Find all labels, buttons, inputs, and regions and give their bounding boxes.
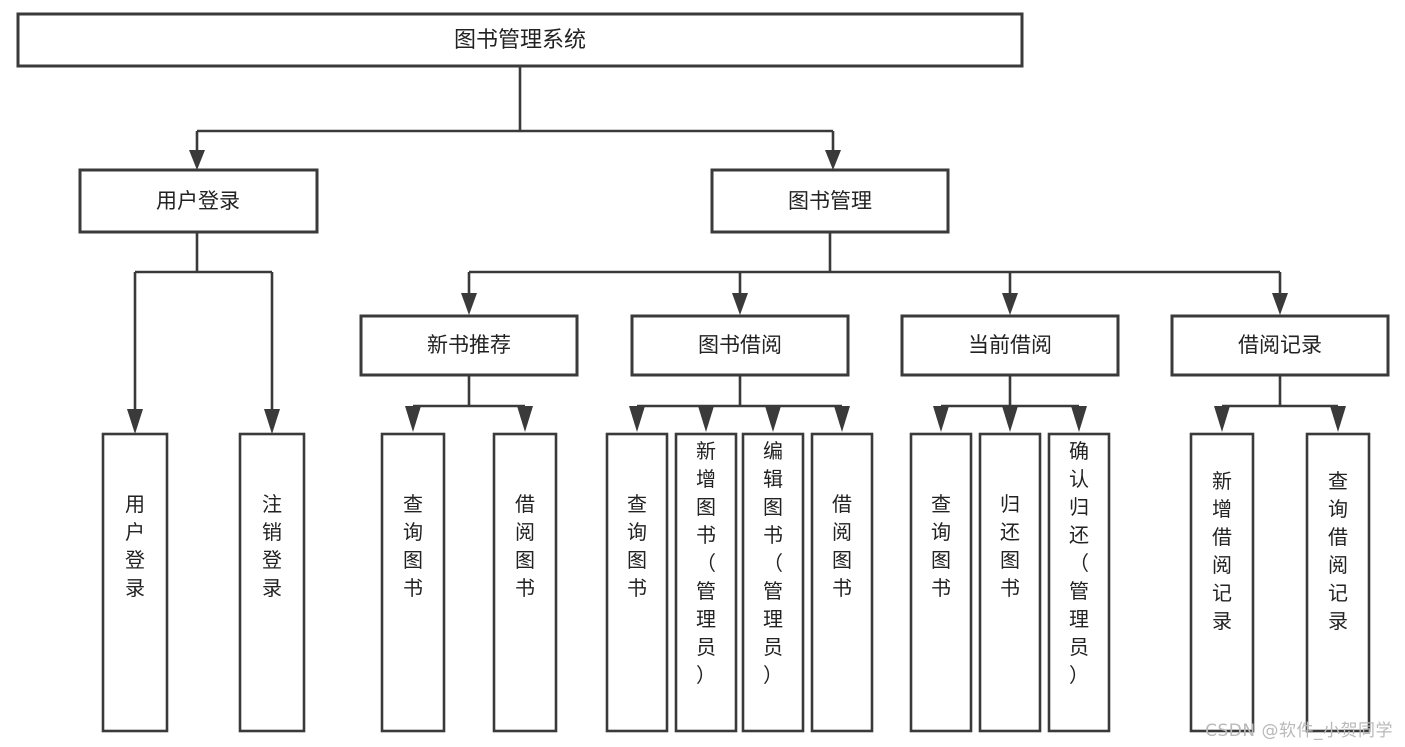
arrowhead-book-manage (825, 150, 841, 170)
node-leaf-edit-book-box[interactable] (741, 432, 805, 733)
node-current-borrow[interactable]: 当前借阅 (900, 314, 1120, 377)
arrowhead-leaf-borrow-book-1 (517, 406, 533, 432)
node-new-book-recommend-box[interactable] (359, 314, 579, 377)
node-leaf-borrow-book-1[interactable]: 借阅图书 (492, 432, 558, 733)
node-leaf-logout-login-box[interactable] (238, 432, 306, 733)
node-leaf-borrow-book-2-box[interactable] (810, 432, 874, 733)
csdn-watermark: CSDN @软件_小贺同学 (1205, 721, 1393, 741)
node-leaf-query-record-box[interactable] (1305, 432, 1371, 733)
node-leaf-query-book-2-box[interactable] (605, 432, 669, 733)
node-leaf-return-book-box[interactable] (978, 432, 1042, 733)
node-borrow-record-box[interactable] (1170, 314, 1390, 377)
node-leaf-return-book-label: 归还图书 (1000, 492, 1020, 600)
node-book-manage[interactable]: 图书管理 (710, 168, 950, 234)
node-book-manage-box[interactable] (710, 168, 950, 234)
node-leaf-add-record[interactable]: 新增借阅记录 (1189, 432, 1255, 733)
node-leaf-confirm-return-label: 确认归还（管理员） (1069, 439, 1089, 687)
node-borrow-record-label: 借阅记录 (1238, 333, 1322, 357)
node-root-box[interactable] (16, 12, 1024, 68)
arrowhead-leaf-add-book (698, 406, 714, 432)
node-leaf-borrow-book-1-box[interactable] (492, 432, 558, 733)
arrowhead-book-borrow (732, 293, 748, 315)
node-book-manage-label: 图书管理 (788, 189, 872, 213)
arrowhead-new-book-recommend (461, 293, 477, 315)
connector-layer (127, 66, 1346, 434)
node-leaf-edit-book-label: 编辑图书（管理员） (763, 439, 783, 687)
arrowhead-leaf-query-book-1 (405, 406, 421, 432)
node-book-borrow[interactable]: 图书借阅 (630, 314, 850, 377)
node-leaf-logout-login[interactable]: 注销登录 (238, 432, 306, 733)
arrowhead-current-borrow (1002, 293, 1018, 315)
node-leaf-edit-book[interactable]: 编辑图书（管理员） (741, 432, 805, 733)
node-leaf-query-book-1[interactable]: 查询图书 (380, 432, 446, 733)
node-leaf-query-book-2-label: 查询图书 (627, 492, 647, 600)
node-user-login-box[interactable] (78, 168, 319, 234)
node-current-borrow-box[interactable] (900, 314, 1120, 377)
arrowhead-leaf-logout-login (264, 409, 280, 434)
arrowhead-user-login (189, 150, 205, 170)
node-leaf-borrow-book-1-label: 借阅图书 (515, 492, 535, 600)
arrowhead-leaf-user-login (127, 409, 143, 434)
arrowhead-borrow-record (1272, 293, 1288, 315)
node-user-login[interactable]: 用户登录 (78, 168, 319, 234)
arrowhead-leaf-return-book (1002, 406, 1018, 432)
arrowhead-leaf-confirm-return (1071, 406, 1087, 432)
node-leaf-return-book[interactable]: 归还图书 (978, 432, 1042, 733)
node-leaf-query-book-3[interactable]: 查询图书 (909, 432, 973, 733)
node-root-label: 图书管理系统 (454, 28, 586, 53)
arrowhead-leaf-query-book-3 (933, 406, 949, 432)
arrowhead-leaf-edit-book (765, 406, 781, 432)
node-current-borrow-label: 当前借阅 (968, 333, 1052, 357)
node-leaf-add-book-box[interactable] (674, 432, 738, 733)
node-root[interactable]: 图书管理系统 (16, 12, 1024, 68)
node-leaf-logout-login-label: 注销登录 (262, 492, 282, 600)
node-user-login-label: 用户登录 (156, 189, 240, 213)
node-leaf-confirm-return-box[interactable] (1047, 432, 1111, 733)
node-book-borrow-label: 图书借阅 (698, 333, 782, 357)
node-leaf-add-record-label: 新增借阅记录 (1212, 469, 1232, 633)
node-borrow-record[interactable]: 借阅记录 (1170, 314, 1390, 377)
node-leaf-borrow-book-2[interactable]: 借阅图书 (810, 432, 874, 733)
arrowhead-leaf-borrow-book-2 (834, 406, 850, 432)
node-leaf-query-book-3-label: 查询图书 (931, 492, 951, 600)
node-leaf-user-login-label: 用户登录 (125, 492, 145, 600)
arrowhead-leaf-add-record (1214, 406, 1230, 432)
node-leaf-confirm-return[interactable]: 确认归还（管理员） (1047, 432, 1111, 733)
node-leaf-query-book-3-box[interactable] (909, 432, 973, 733)
node-leaf-borrow-book-2-label: 借阅图书 (832, 492, 852, 600)
node-leaf-add-book-label: 新增图书（管理员） (696, 439, 716, 687)
arrowhead-leaf-query-book-2 (629, 406, 645, 432)
node-new-book-recommend-label: 新书推荐 (427, 333, 511, 357)
node-leaf-query-book-1-label: 查询图书 (403, 492, 423, 600)
node-book-borrow-box[interactable] (630, 314, 850, 377)
arrowhead-leaf-query-record (1330, 406, 1346, 432)
node-leaf-query-book-1-box[interactable] (380, 432, 446, 733)
node-leaf-user-login-box[interactable] (101, 432, 169, 733)
node-leaf-add-record-box[interactable] (1189, 432, 1255, 733)
node-leaf-user-login[interactable]: 用户登录 (101, 432, 169, 733)
node-leaf-query-record[interactable]: 查询借阅记录 (1305, 432, 1371, 733)
node-leaf-query-book-2[interactable]: 查询图书 (605, 432, 669, 733)
node-new-book-recommend[interactable]: 新书推荐 (359, 314, 579, 377)
node-leaf-query-record-label: 查询借阅记录 (1328, 469, 1348, 633)
node-leaf-add-book[interactable]: 新增图书（管理员） (674, 432, 738, 733)
